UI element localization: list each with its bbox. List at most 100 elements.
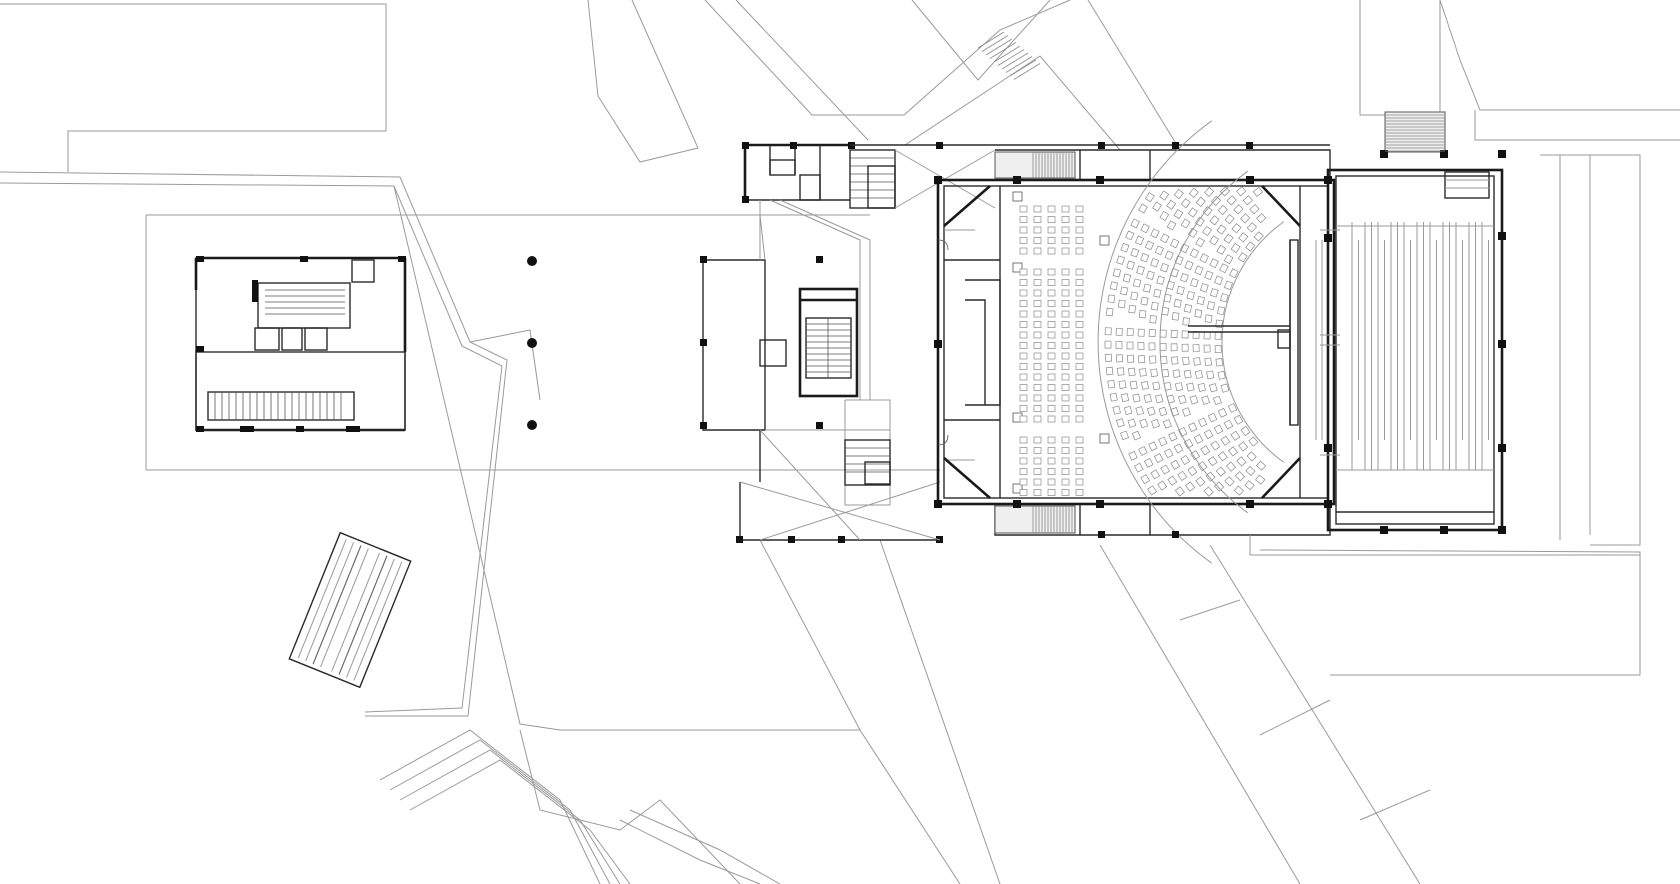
seat <box>1047 237 1056 244</box>
seat <box>1138 203 1148 214</box>
seat <box>1152 201 1162 212</box>
seat <box>1140 223 1150 234</box>
seat <box>1230 430 1241 441</box>
seat <box>1149 315 1157 324</box>
hatch-line <box>1013 63 1041 80</box>
seat <box>1047 489 1056 496</box>
seat <box>1104 327 1112 336</box>
seat <box>1061 352 1070 360</box>
seat <box>1019 457 1028 465</box>
seat <box>1019 205 1028 213</box>
plaza-columns <box>527 256 537 430</box>
seat <box>1146 270 1155 280</box>
seat <box>1195 476 1206 487</box>
seat <box>1230 242 1241 254</box>
seat <box>1075 237 1084 244</box>
seat <box>1061 279 1070 286</box>
seat <box>1139 368 1147 377</box>
seat <box>1170 459 1181 470</box>
seat <box>1120 242 1130 253</box>
seat <box>1138 446 1148 456</box>
seat <box>1220 435 1231 446</box>
hatch-line <box>977 31 1005 49</box>
seat <box>1047 321 1056 328</box>
seat <box>1252 186 1263 197</box>
seat <box>1148 342 1156 351</box>
seat <box>1140 296 1149 306</box>
seat <box>1117 299 1126 309</box>
seat <box>1181 407 1191 417</box>
seat <box>1159 329 1167 338</box>
seat <box>1019 279 1028 286</box>
seat <box>1223 280 1234 291</box>
seat <box>1207 412 1218 423</box>
seat <box>1255 474 1266 485</box>
seat <box>1183 369 1192 379</box>
seat <box>1227 403 1238 413</box>
seat <box>1245 465 1256 477</box>
seat <box>1033 216 1042 223</box>
seat <box>1061 436 1070 444</box>
seat <box>1132 278 1142 288</box>
seat <box>1130 247 1140 258</box>
seat <box>1143 393 1152 403</box>
seat <box>1112 268 1122 278</box>
seat <box>1061 373 1070 381</box>
seat <box>1109 392 1118 402</box>
seat <box>1204 357 1212 367</box>
seat <box>1194 216 1205 227</box>
hatch-line <box>985 38 1013 56</box>
seat <box>1047 363 1056 370</box>
seat <box>1019 373 1028 381</box>
seat <box>1159 342 1167 351</box>
seat <box>1132 393 1141 403</box>
service-core-block <box>194 256 407 432</box>
seat <box>1203 344 1211 353</box>
seat <box>1122 273 1132 283</box>
seat <box>1047 468 1056 475</box>
seat <box>1019 489 1028 496</box>
seat <box>1104 340 1112 349</box>
seat <box>1075 363 1084 370</box>
seat <box>1019 405 1028 412</box>
seat <box>1153 288 1162 298</box>
seat <box>1033 363 1042 370</box>
seat <box>1120 430 1129 441</box>
seat <box>1195 196 1206 208</box>
seat <box>1019 447 1028 454</box>
seat <box>1170 330 1178 338</box>
seat <box>1019 321 1028 328</box>
seat <box>1047 289 1056 297</box>
seat <box>1186 290 1195 301</box>
seat <box>1150 368 1158 378</box>
seat <box>1168 431 1178 442</box>
seat <box>1214 481 1225 492</box>
left-block-stair-upper <box>265 289 345 315</box>
seat <box>1189 395 1199 405</box>
seat <box>1224 213 1235 225</box>
seat <box>1033 447 1042 454</box>
seat <box>1214 331 1222 340</box>
aisle-arc <box>1221 221 1285 463</box>
seat <box>1200 445 1211 456</box>
seat <box>1190 450 1201 461</box>
seat <box>1120 286 1129 296</box>
seat <box>1171 356 1179 365</box>
seat <box>1224 476 1235 487</box>
seat <box>1128 450 1138 461</box>
seat <box>1179 272 1189 283</box>
seat <box>1166 220 1177 231</box>
seat <box>1212 395 1222 406</box>
seat <box>1160 355 1168 365</box>
seat <box>1075 468 1084 475</box>
seat <box>1150 257 1160 268</box>
seat <box>1116 255 1125 265</box>
seat <box>1181 343 1189 352</box>
seat <box>1033 205 1042 213</box>
seat <box>1126 260 1135 270</box>
seat <box>1182 317 1190 326</box>
seat <box>1033 321 1042 328</box>
seat <box>1204 186 1215 198</box>
seat <box>1047 279 1056 286</box>
seat <box>1231 223 1242 234</box>
